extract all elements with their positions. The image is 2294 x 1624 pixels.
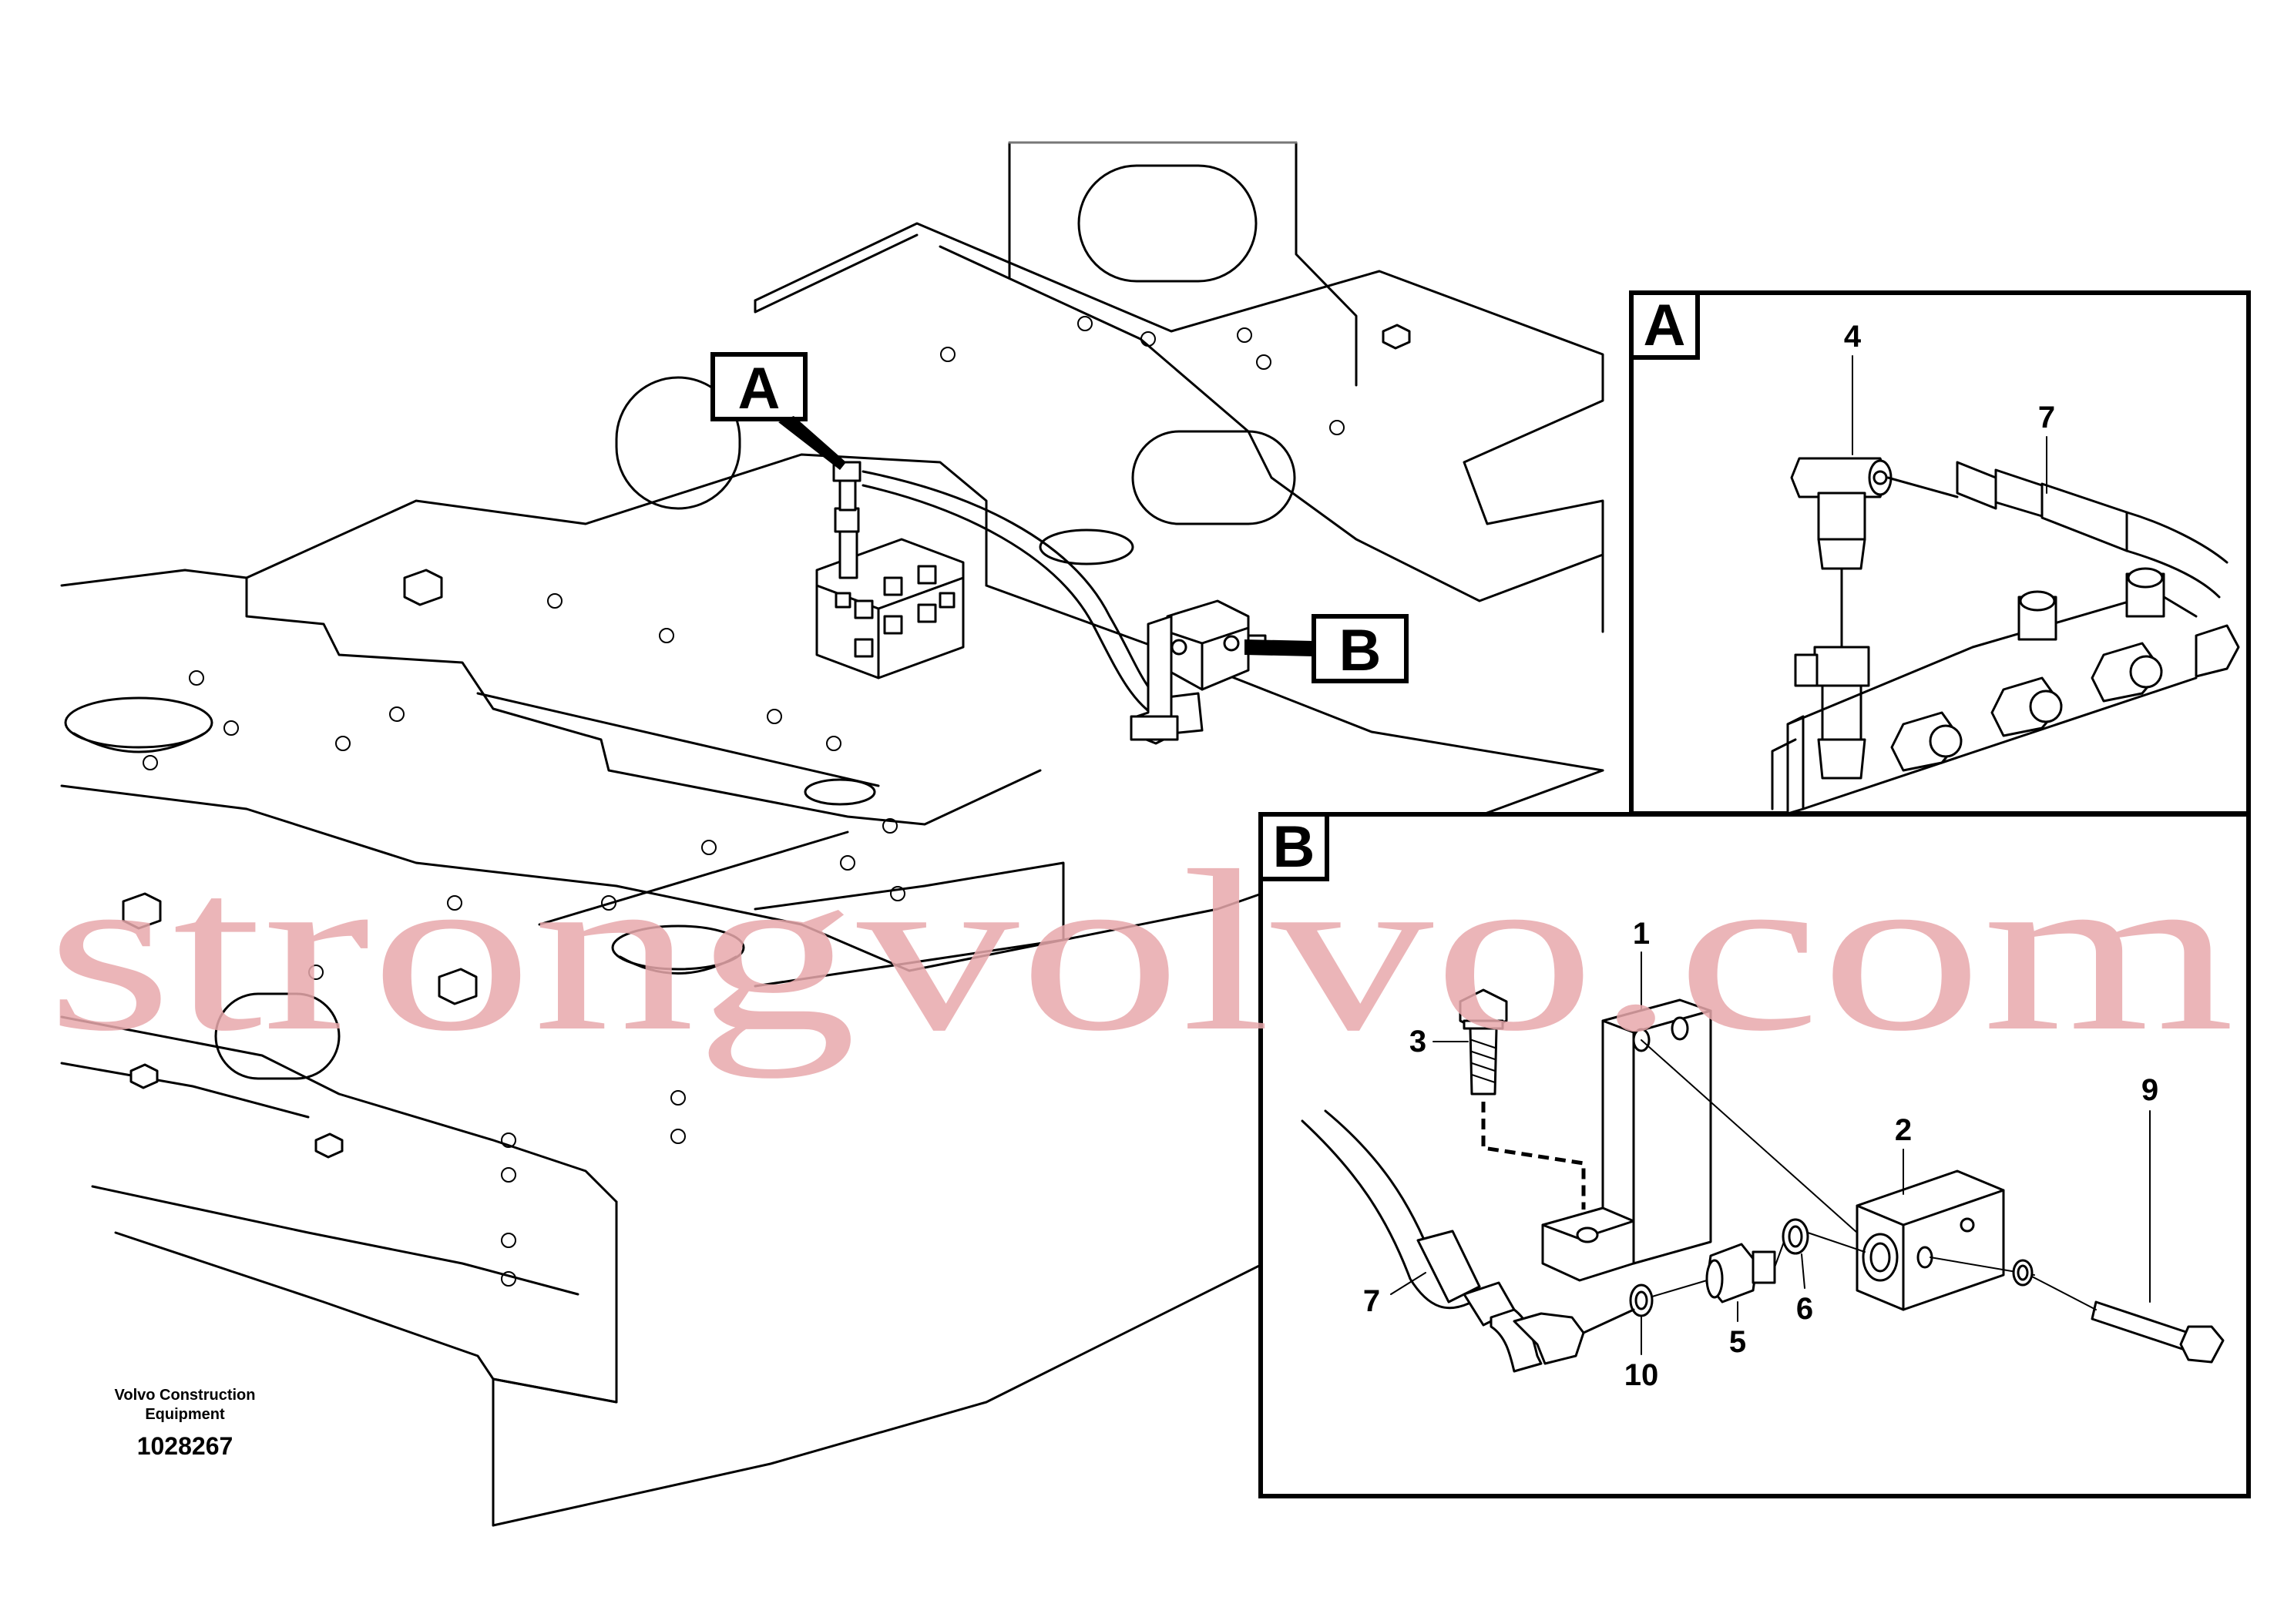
hose-detail-b <box>1301 1109 1635 1373</box>
part-label-9: 9 <box>2141 1073 2158 1107</box>
part-label-4: 4 <box>1844 320 1862 354</box>
distributor-detail-a <box>1771 567 2240 815</box>
adapter-5 <box>1705 1243 1776 1304</box>
callout-b-main: B <box>1244 614 1409 683</box>
part-label-5: 5 <box>1729 1325 1746 1359</box>
drawing-credit: Volvo Construction Equipment 1028267 <box>115 1387 256 1460</box>
part-label-7-a: 7 <box>2038 401 2055 435</box>
part-label-2: 2 <box>1895 1113 1912 1147</box>
document-number: 1028267 <box>137 1432 233 1460</box>
machine-frame-drawing <box>60 141 1604 1527</box>
detail-a-letter: A <box>1644 293 1686 358</box>
washer-10 <box>1629 1283 1654 1317</box>
lube-distributor-main <box>815 461 965 679</box>
valve-block <box>1856 1169 2005 1311</box>
detail-b-panel: B <box>1258 812 2251 1498</box>
detail-b-letter: B <box>1273 814 1315 880</box>
callout-a-main-letter: A <box>738 356 781 421</box>
callout-a-main: A <box>710 352 846 470</box>
bracket <box>1541 998 1712 1282</box>
hose-end-detail-a <box>1956 461 2229 599</box>
callout-b-main-letter: B <box>1339 618 1382 683</box>
washer-6 <box>1782 1218 1809 1255</box>
credit-line-2: Equipment <box>145 1406 225 1423</box>
bolt-9 <box>2012 1259 2225 1364</box>
part-label-3: 3 <box>1409 1025 1426 1059</box>
part-label-7-b: 7 <box>1363 1284 1380 1318</box>
detail-a-panel: A <box>1629 290 2251 816</box>
frame-small-holes <box>143 316 1345 1287</box>
part-label-6: 6 <box>1796 1292 1813 1326</box>
credit-line-1: Volvo Construction <box>115 1387 256 1404</box>
watermark-text: strongvolvo.com <box>46 823 2235 1079</box>
part-label-1: 1 <box>1633 917 1650 951</box>
valve-block-main <box>1130 599 1267 745</box>
bolt-3 <box>1459 988 1508 1096</box>
part-label-10: 10 <box>1624 1358 1659 1392</box>
tee-fitting <box>1790 457 1893 570</box>
